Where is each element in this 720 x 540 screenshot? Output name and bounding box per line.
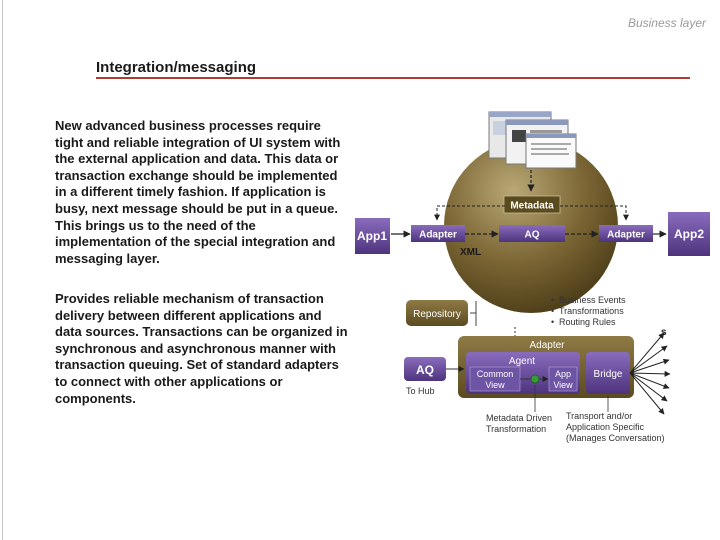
svg-text:•: •	[551, 295, 554, 305]
common-view-box: Common View	[470, 367, 520, 391]
aq-label: AQ	[525, 230, 540, 241]
xml-label: XML	[460, 247, 481, 258]
app2-label: App2	[674, 227, 704, 241]
edge-letter: s	[661, 327, 667, 338]
metadata-driven-line-1: Metadata Driven	[486, 413, 552, 423]
bullet-transformations: Transformations	[559, 306, 624, 316]
to-hub-label: To Hub	[406, 386, 435, 396]
bridge-label: Bridge	[594, 369, 623, 380]
bullet-business-events: Business Events	[559, 295, 626, 305]
repository-bullets: • Business Events • Transformations • Ro…	[551, 295, 626, 327]
adapter-right-label: Adapter	[607, 230, 645, 241]
bridge-box: Bridge	[586, 352, 630, 394]
aq-hub-box: AQ	[404, 357, 446, 381]
svg-text:•: •	[551, 306, 554, 316]
svg-text:•: •	[551, 317, 554, 327]
metadata-box: Metadata	[504, 196, 560, 213]
repository-label: Repository	[413, 309, 461, 320]
repository-box: Repository	[406, 300, 468, 326]
transport-line-2: Application Specific	[566, 422, 645, 432]
adapter-left-box: Adapter	[411, 225, 465, 242]
common-view-label-1: Common	[477, 369, 514, 379]
transport-line-3: (Manages Conversation)	[566, 433, 665, 443]
transport-line-1: Transport and/or	[566, 411, 632, 421]
adapter-container-label: Adapter	[529, 340, 565, 351]
app1-box: App1	[355, 218, 390, 254]
app2-box: App2	[668, 212, 710, 256]
aq-hub-label: AQ	[416, 363, 434, 377]
bullet-routing-rules: Routing Rules	[559, 317, 616, 327]
metadata-label: Metadata	[510, 201, 554, 212]
common-view-label-2: View	[485, 380, 505, 390]
app1-label: App1	[357, 229, 387, 243]
agent-label: Agent	[509, 356, 535, 367]
app-view-label-2: View	[553, 380, 573, 390]
metadata-driven-caption: Metadata Driven Transformation	[486, 413, 552, 434]
app-view-box: App View	[549, 367, 577, 391]
bridge-fanout-arrows	[630, 333, 670, 414]
adapter-right-box: Adapter	[599, 225, 653, 242]
app-view-label-1: App	[555, 369, 571, 379]
metadata-driven-line-2: Transformation	[486, 424, 546, 434]
adapter-left-label: Adapter	[419, 230, 457, 241]
transport-caption: Transport and/or Application Specific (M…	[566, 411, 665, 443]
aq-box: AQ	[499, 225, 565, 242]
